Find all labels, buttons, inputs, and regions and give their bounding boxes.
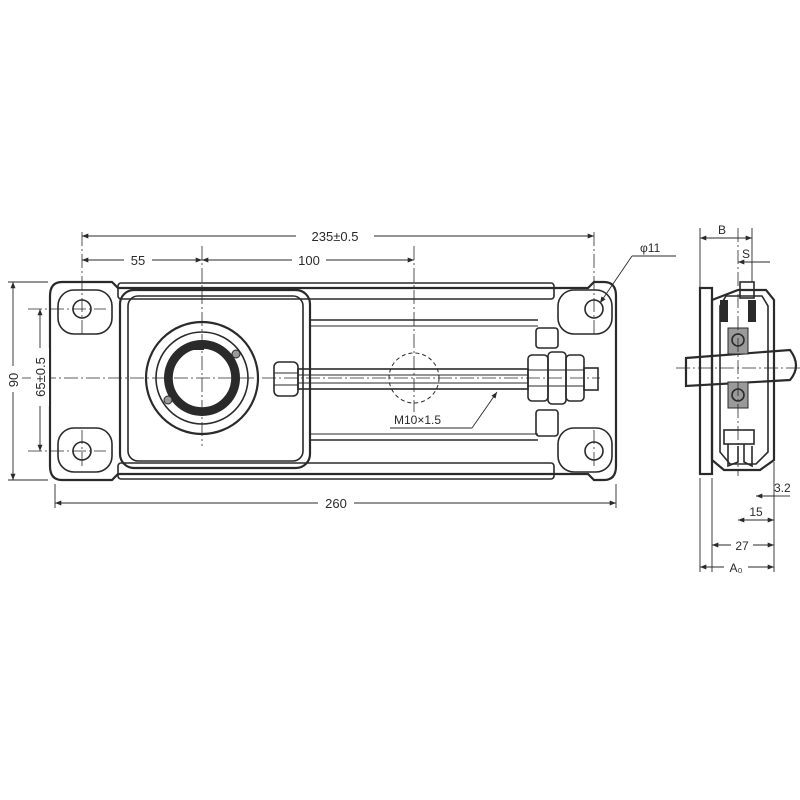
side-view: B S 3.2 15 27 A₀ bbox=[676, 223, 800, 575]
front-view: 235±0.5 55 100 260 90 65±0.5 φ11 M10×1.5 bbox=[4, 226, 676, 511]
dim-hole-span: 235±0.5 bbox=[312, 229, 359, 244]
corner-bolt-holes bbox=[57, 289, 613, 473]
upper-rail bbox=[117, 282, 555, 300]
label-S: S bbox=[742, 247, 750, 261]
dim-27: 27 bbox=[735, 539, 749, 553]
lower-rail bbox=[117, 462, 555, 480]
dim-3-2: 3.2 bbox=[774, 481, 791, 495]
dim-height: 90 bbox=[6, 373, 21, 387]
base-plate-outline bbox=[48, 280, 618, 482]
dim-left-to-bore: 55 bbox=[131, 253, 145, 268]
dim-hole-diameter: φ11 bbox=[640, 241, 661, 255]
dim-overall-width: 260 bbox=[325, 496, 347, 511]
label-A0: A₀ bbox=[730, 561, 743, 575]
bearing-housing-inner bbox=[127, 295, 304, 462]
label-B: B bbox=[718, 223, 726, 237]
side-base-plate bbox=[698, 286, 714, 476]
bearing-housing-outer bbox=[118, 288, 312, 470]
dim-15: 15 bbox=[749, 505, 763, 519]
shaft bbox=[684, 348, 798, 388]
dim-hole-pitch: 65±0.5 bbox=[33, 357, 48, 397]
thread-callout: M10×1.5 bbox=[394, 413, 441, 427]
dim-bore-to-travel-center: 100 bbox=[298, 253, 320, 268]
